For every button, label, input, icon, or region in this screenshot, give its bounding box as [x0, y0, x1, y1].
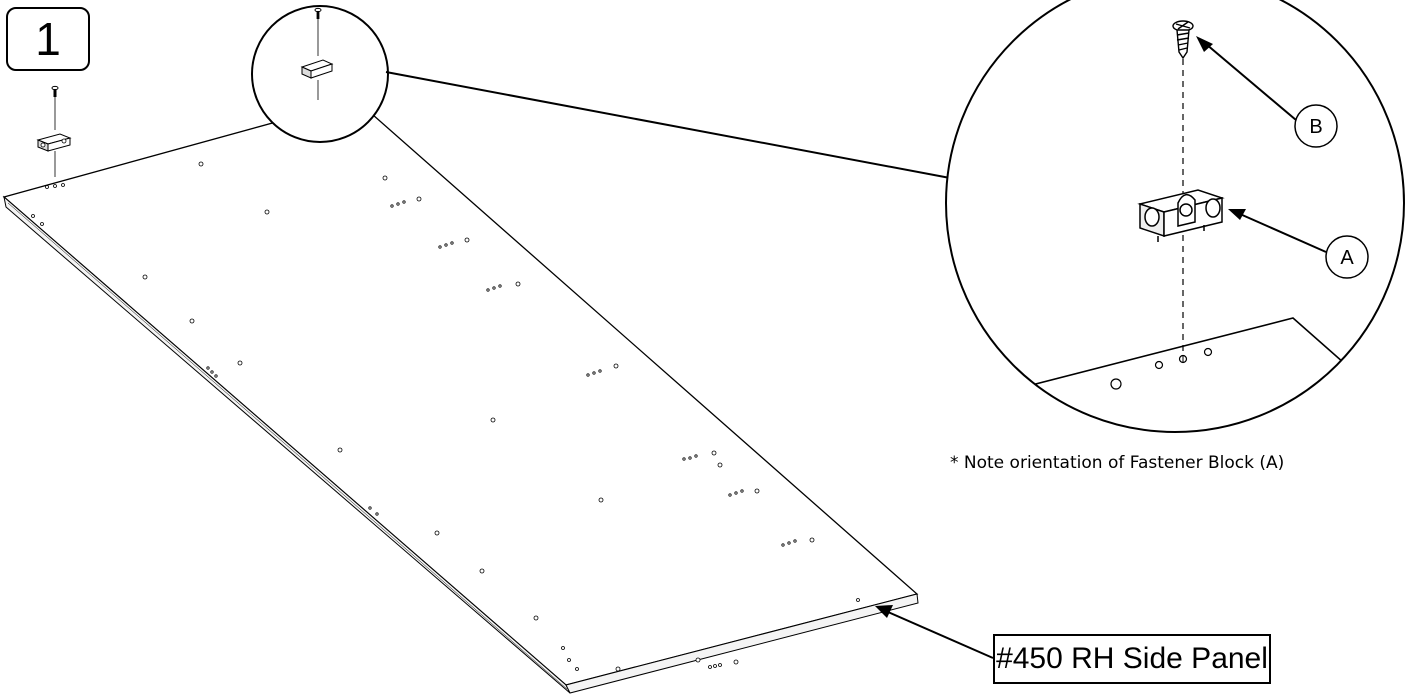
screw-icon — [51, 85, 59, 97]
screw-b-icon — [1172, 20, 1194, 60]
step-number-box: 1 — [6, 7, 90, 71]
side-panel — [2, 99, 919, 694]
fastener-block-icon — [36, 133, 72, 152]
part-label-arrow — [875, 605, 994, 659]
panel-front-edge — [565, 593, 919, 694]
orientation-note: * Note orientation of Fastener Block (A) — [950, 453, 1285, 473]
detail-circle: B A — [945, 0, 1405, 433]
part-label-text: #450 RH Side Panel — [996, 642, 1268, 675]
zoom-leader-line — [385, 71, 951, 179]
callout-a-letter: A — [1340, 247, 1354, 269]
fastener-assembly-left — [36, 85, 72, 177]
callout-b-letter: B — [1309, 116, 1322, 138]
part-label-box: #450 RH Side Panel — [993, 634, 1271, 684]
callout-b: B — [1196, 36, 1338, 148]
callout-a: A — [1228, 209, 1369, 279]
fastener-block-a-icon — [1137, 189, 1225, 242]
step-number: 1 — [35, 13, 61, 65]
zoom-circle-small — [251, 5, 389, 143]
